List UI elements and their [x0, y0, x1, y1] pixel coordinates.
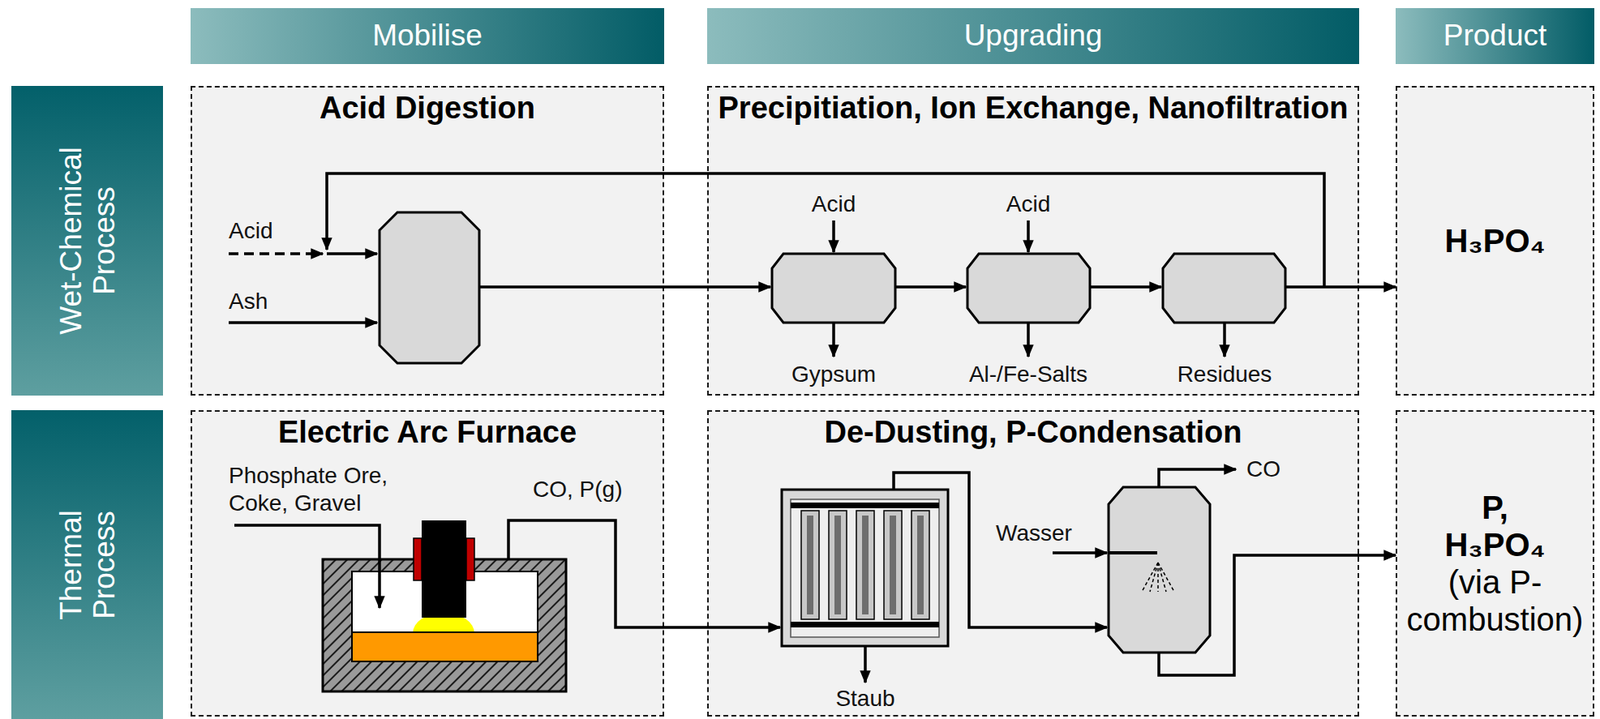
electrode-clamp: [466, 538, 475, 581]
water-feed-line: [1052, 551, 1107, 555]
electric-arc: [412, 613, 475, 654]
phosphorus-output-line: [1158, 555, 1360, 676]
column-header: Mobilise: [190, 8, 665, 65]
digestion-reactor: [379, 212, 480, 364]
filter-bag-core: [806, 515, 814, 615]
filter-bag: [801, 510, 820, 620]
dust-filter: [781, 489, 948, 647]
nanofiltration-vessel: [1162, 253, 1286, 323]
filter-bag: [911, 510, 930, 620]
filter-bag: [828, 510, 847, 620]
stage-title: Precipitiation, Ion Exchange, Nanofiltra…: [716, 90, 1350, 126]
flow-line: [479, 285, 771, 289]
dust-output-line: [863, 646, 867, 683]
stage-title: Electric Arc Furnace: [200, 415, 655, 451]
product-box: P, H₃PO₄(via P-combustion): [1395, 410, 1595, 717]
flow-line: [1089, 285, 1162, 289]
header-text: Product: [1443, 19, 1548, 53]
process-stage-box: Electric Arc Furnace: [190, 410, 665, 717]
stream-label: Gypsum: [791, 360, 876, 389]
stage-title: Acid Digestion: [200, 90, 655, 126]
output-line: [832, 322, 836, 357]
filter-bag-core: [862, 515, 869, 615]
stream-label: Al-/Fe-Salts: [969, 360, 1088, 389]
off-gas-line: [508, 520, 781, 628]
output-line: [1222, 322, 1227, 357]
process-stage-box: Acid Digestion: [190, 85, 665, 396]
row-label: Wet-Chemical Process: [53, 143, 121, 339]
column-header: Product: [1395, 8, 1595, 65]
product-text: P, H₃PO₄: [1434, 489, 1557, 564]
stream-label: Ash: [228, 287, 268, 316]
filter-plate: [790, 621, 940, 628]
filter-bag-core: [834, 515, 841, 615]
flow-arrow: [1357, 553, 1396, 558]
row-band: Thermal Process: [11, 410, 164, 719]
acid-dosing-line: [832, 220, 836, 253]
flow-line: [895, 285, 966, 289]
row-label: Thermal Process: [53, 467, 121, 663]
melt-layer: [351, 632, 538, 662]
filter-bag: [883, 510, 902, 620]
stream-label: CO, P(g): [532, 476, 622, 504]
co-output-line: [1158, 469, 1236, 488]
stream-label: Acid: [228, 217, 273, 245]
product-text: (via P-combustion): [1403, 563, 1587, 639]
header-text: Mobilise: [372, 19, 483, 53]
flow-arrow: [1357, 285, 1396, 289]
filter-bag-core: [889, 515, 897, 615]
spray-jet: [1158, 562, 1167, 592]
column-header: Upgrading: [707, 8, 1360, 65]
stream-label: Wasser: [995, 519, 1073, 548]
water-spray: [1141, 562, 1175, 592]
flow-line: [1285, 285, 1360, 289]
spray-jet: [1157, 562, 1159, 592]
process-stage-box: De-Dusting, P-Condensation: [707, 410, 1360, 717]
electrode-clamp: [413, 538, 422, 581]
ash-feed-line: [228, 321, 378, 325]
row-band: Wet-Chemical Process: [11, 85, 164, 396]
stream-label: Staub: [835, 685, 895, 713]
spray-pipe: [1108, 551, 1158, 555]
filter-chamber: [790, 499, 940, 638]
output-line: [1026, 322, 1030, 357]
spray-jet: [1141, 562, 1159, 592]
condenser: [1108, 487, 1210, 653]
precipitation-vessel: [772, 253, 896, 323]
acid-feed-line: [228, 252, 323, 256]
filter-bag: [856, 510, 875, 620]
recycle-line: [326, 173, 1325, 288]
ion-exchange-vessel: [967, 253, 1090, 323]
stage-title: De-Dusting, P-Condensation: [716, 415, 1350, 451]
filter-bags: [801, 510, 930, 620]
acid-dosing-line: [1026, 220, 1030, 253]
stream-label: CO: [1246, 455, 1281, 484]
spray-jet: [1149, 562, 1159, 592]
process-stage-box: Precipitiation, Ion Exchange, Nanofiltra…: [707, 85, 1360, 396]
stream-label: Acid: [1006, 190, 1051, 219]
header-text: Upgrading: [964, 19, 1103, 53]
furnace-feed-line: [234, 525, 380, 609]
furnace-wall: [322, 559, 567, 692]
product-box: H₃PO₄: [1395, 85, 1595, 396]
feed-line: [326, 252, 378, 256]
spray-jet: [1158, 562, 1175, 592]
furnace-cavity: [351, 571, 538, 662]
stream-label: Phosphate Ore, Coke, Gravel: [228, 462, 424, 517]
gas-line: [893, 472, 1107, 628]
product-text: H₃PO₄: [1444, 222, 1545, 260]
filter-bag-core: [917, 515, 924, 615]
stream-label: Acid: [811, 190, 856, 219]
filter-plate: [790, 502, 940, 509]
stream-label: Residues: [1177, 360, 1273, 389]
electrode: [421, 520, 467, 618]
